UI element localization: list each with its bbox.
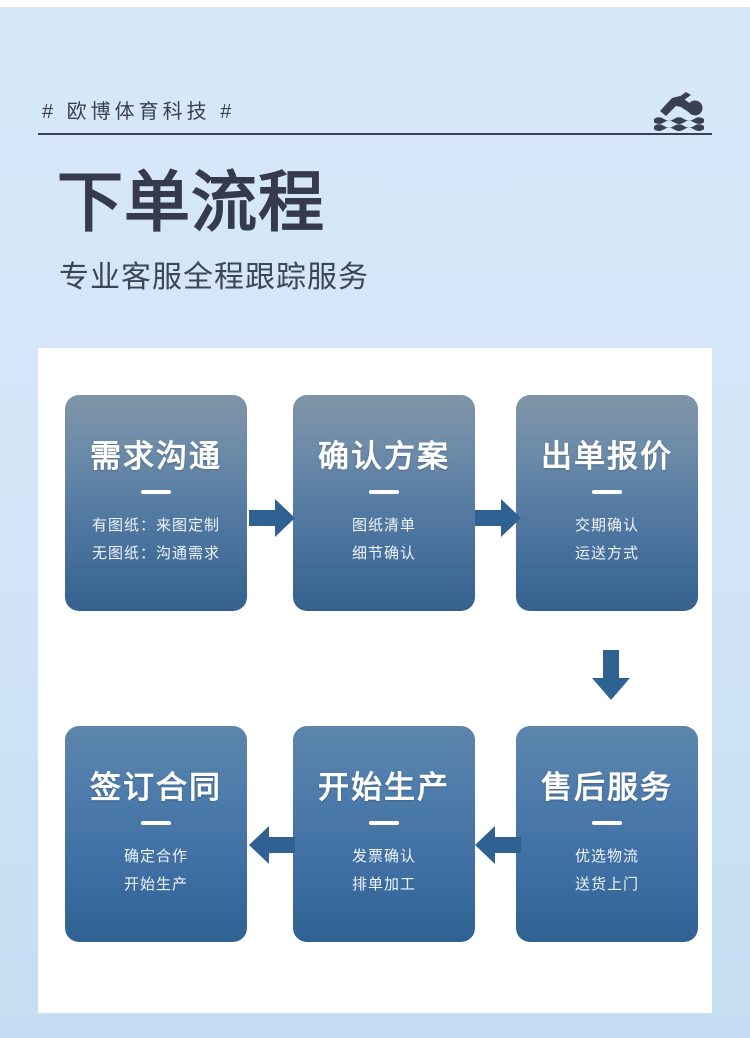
- flow-step-detail: 有图纸：来图定制: [91, 517, 220, 534]
- flow-step-title: 需求沟通: [90, 439, 222, 474]
- brand-tag: # 欧博体育科技 #: [42, 101, 236, 123]
- flow-step-title: 开始生产: [318, 770, 450, 805]
- flow-step-title: 出单报价: [541, 439, 673, 474]
- flow-step-detail: 确定合作: [123, 848, 188, 865]
- flow-step-detail: 细节确认: [351, 545, 416, 562]
- page-subtitle: 专业客服全程跟踪服务: [59, 261, 369, 294]
- flow-step-detail: 优选物流: [574, 848, 639, 865]
- flow-step-detail: 发票确认: [351, 848, 416, 865]
- flow-step-divider: [369, 821, 399, 825]
- flow-step-detail: 无图纸：沟通需求: [91, 545, 220, 562]
- arrow-down-icon: [590, 650, 632, 700]
- flow-step-title: 售后服务: [541, 770, 673, 805]
- flow-step-detail: 开始生产: [123, 876, 188, 893]
- flow-step-divider: [369, 490, 399, 494]
- flow-step-card-1[interactable]: 需求沟通 有图纸：来图定制 无图纸：沟通需求: [65, 395, 247, 611]
- swimmer-icon: [650, 91, 712, 133]
- flow-step-divider: [592, 490, 622, 494]
- arrow-left-icon: [249, 824, 295, 866]
- flow-step-detail: 排单加工: [351, 876, 416, 893]
- arrow-left-icon: [475, 824, 521, 866]
- flow-step-card-3[interactable]: 出单报价 交期确认 运送方式: [516, 395, 698, 611]
- page-title: 下单流程: [57, 165, 325, 239]
- header-divider: [38, 133, 712, 135]
- flow-step-card-2[interactable]: 确认方案 图纸清单 细节确认: [293, 395, 475, 611]
- flow-step-title: 签订合同: [90, 770, 222, 805]
- flow-step-detail: 送货上门: [574, 876, 639, 893]
- page-header: # 欧博体育科技 #: [38, 92, 712, 139]
- arrow-right-icon: [475, 497, 521, 539]
- flow-step-divider: [141, 490, 171, 494]
- flow-step-card-5[interactable]: 开始生产 发票确认 排单加工: [293, 726, 475, 942]
- flow-step-detail: 交期确认: [574, 517, 639, 534]
- flow-step-card-4[interactable]: 签订合同 确定合作 开始生产: [65, 726, 247, 942]
- flow-step-divider: [141, 821, 171, 825]
- flow-step-card-6[interactable]: 售后服务 优选物流 送货上门: [516, 726, 698, 942]
- flow-step-divider: [592, 821, 622, 825]
- arrow-right-icon: [249, 497, 295, 539]
- flow-step-title: 确认方案: [318, 439, 450, 474]
- flow-step-detail: 图纸清单: [351, 517, 416, 534]
- flow-step-detail: 运送方式: [574, 545, 639, 562]
